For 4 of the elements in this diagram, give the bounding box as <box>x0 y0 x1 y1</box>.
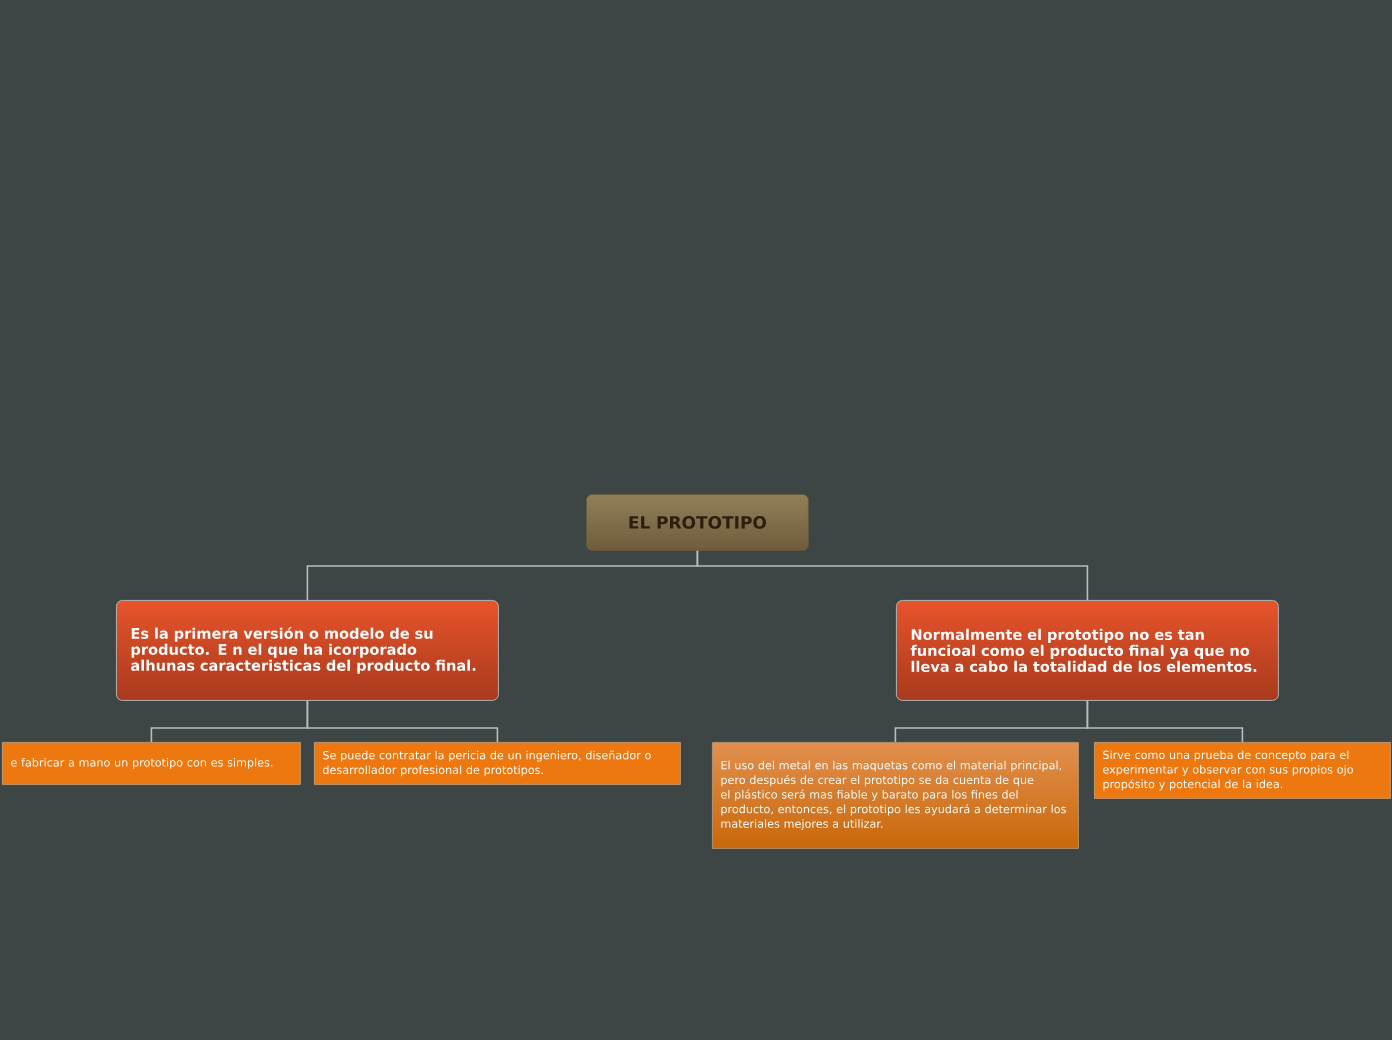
connector <box>1086 700 1244 743</box>
connector <box>696 550 1089 601</box>
root-box: EL PROTOTIPO <box>586 494 809 551</box>
connector <box>306 700 499 743</box>
